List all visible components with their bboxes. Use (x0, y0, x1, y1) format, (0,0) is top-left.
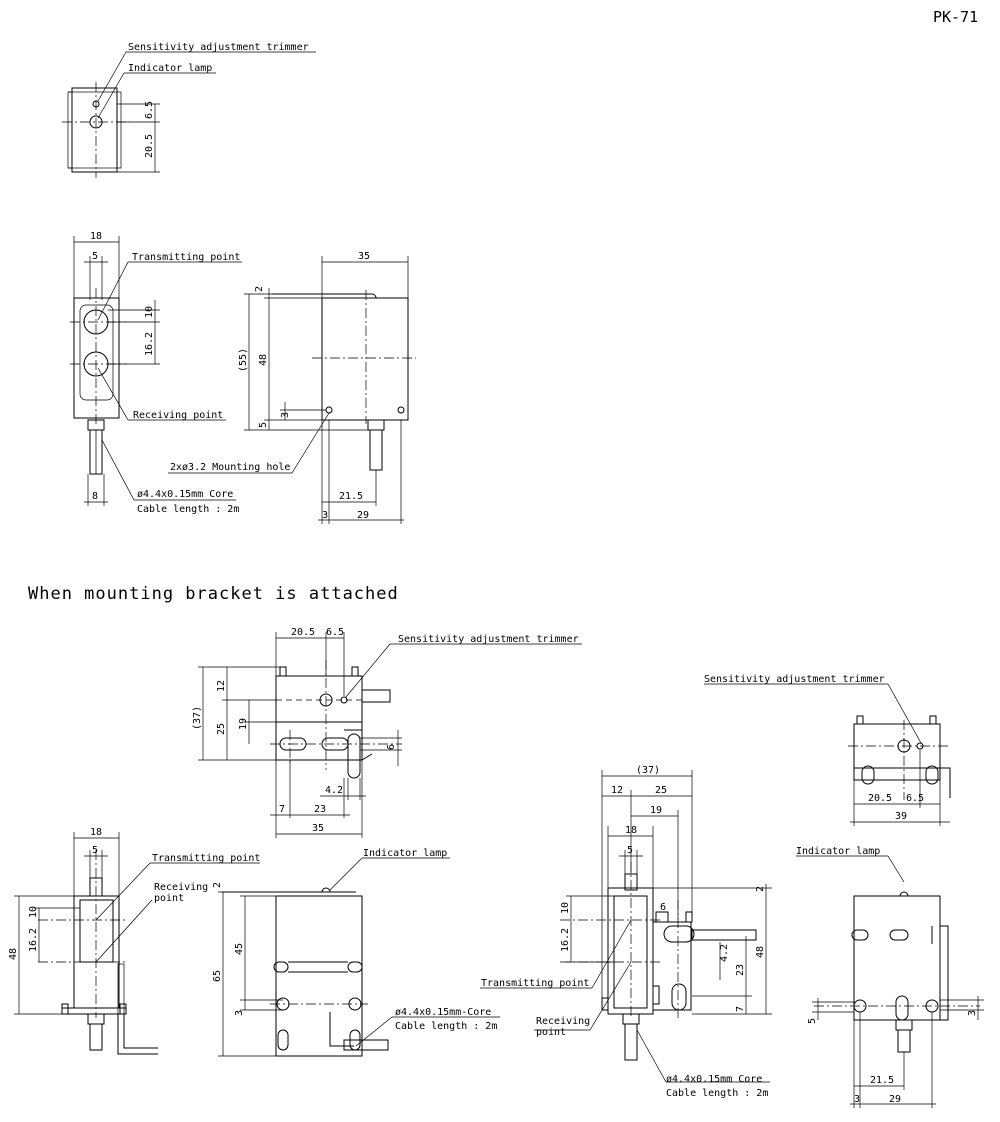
dim-10-bracket: 10 (28, 906, 39, 918)
dim-18-2: 18 (625, 825, 637, 836)
dim-16-2-2: 16.2 (560, 928, 571, 952)
label-sensitivity-trimmer-3: Sensitivity adjustment trimmer (704, 674, 885, 685)
dim-20-5: 20.5 (144, 134, 155, 158)
dim-48-right: 48 (755, 946, 766, 958)
bracket-top-view-right: Sensitivity adjustment trimmer 20.5 6.5 … (704, 674, 951, 826)
dim-4-2-right: 4.2 (719, 944, 730, 962)
dim-20-5-bracket: 20.5 (291, 627, 315, 638)
dim-3-bottom: 3 (322, 510, 328, 521)
dim-35-bracket: 35 (312, 823, 324, 834)
dim-35: 35 (358, 251, 370, 262)
dim-18-bracket: 18 (90, 827, 102, 838)
dim-2-right: 2 (755, 886, 766, 892)
label-indicator-lamp-2: Indicator lamp (363, 848, 447, 859)
dim-2-bracket: 2 (212, 882, 223, 888)
sensor-front-view: 18 5 10 16.2 Transmitting point Receivin… (70, 231, 242, 515)
dim-2-side: 2 (254, 286, 265, 292)
dim-29-right: 29 (889, 1094, 901, 1105)
dim-65: 65 (212, 970, 223, 982)
label-indicator-lamp: Indicator lamp (128, 63, 212, 74)
dim-12-2: 12 (611, 785, 623, 796)
label-cable-length: Cable length : 2m (137, 504, 239, 515)
dim-10-2: 10 (560, 902, 571, 914)
label-indicator-lamp-3: Indicator lamp (796, 846, 880, 857)
label-receiving-point: Receiving point (133, 410, 223, 421)
dim-25-2: 25 (655, 785, 667, 796)
label-sensitivity-trimmer: Sensitivity adjustment trimmer (128, 42, 309, 53)
bracket-front-view-right: (37) 12 25 19 18 5 10 16.2 2 48 23 7 4.2 (480, 765, 772, 1099)
bracket-top-view: 20.5 6.5 Sensitivity adjustment trimmer … (192, 627, 582, 838)
sensor-side-view: 35 2 (55) 48 3 5 21.5 3 29 2xø3.2 Mounti… (168, 251, 416, 524)
dim-7-right: 7 (735, 1006, 746, 1012)
dim-20-5-right: 20.5 (868, 793, 892, 804)
dim-55-paren: (55) (238, 348, 249, 372)
dim-8: 8 (92, 491, 98, 502)
model-number: PK-71 (933, 8, 978, 26)
dim-45: 45 (234, 943, 245, 955)
dim-4-2: 4.2 (325, 785, 343, 796)
label-transmitting-point: Transmitting point (132, 252, 240, 263)
label-cable-length-2: Cable length : 2m (395, 1021, 497, 1032)
label-point-word-2: point (536, 1027, 566, 1038)
label-cable-length-3: Cable length : 2m (666, 1088, 768, 1099)
label-receiving-word-2: Receiving (536, 1016, 590, 1027)
label-mounting-hole: 2xø3.2 Mounting hole (170, 462, 290, 473)
label-receiving-word: Receiving (154, 882, 208, 893)
dim-6-5: 6.5 (144, 101, 155, 119)
label-point-word: point (154, 893, 184, 904)
bracket-side-view-right: Indicator lamp 5 3 21.5 3 29 (796, 846, 984, 1108)
trimmer-icon (340, 696, 348, 704)
dim-10: 10 (144, 306, 155, 318)
dim-5: 5 (92, 251, 98, 262)
dim-16-2: 16.2 (144, 332, 155, 356)
dim-5-right-side: 5 (807, 1018, 818, 1024)
dim-3-bracket: 3 (234, 1010, 245, 1016)
dim-5-2: 5 (627, 845, 633, 856)
bracket-side-view: 2 65 45 3 Indicator lamp ø4.4x0.15mm-Cor… (212, 848, 500, 1057)
dim-5-bracket: 5 (92, 845, 98, 856)
bracket-front-view-left: 18 5 48 10 16.2 Transmitting point Recei… (8, 827, 260, 1055)
dim-6-5-right: 6.5 (906, 793, 924, 804)
dim-6: 6 (386, 744, 397, 750)
label-transmitting-point-2: Transmitting point (152, 853, 260, 864)
heading-bracket-attached: When mounting bracket is attached (28, 584, 399, 604)
dim-7: 7 (279, 804, 285, 815)
dim-23-right: 23 (735, 964, 746, 976)
dim-3-right-side: 3 (967, 1010, 978, 1016)
sensor-top-view: 6.5 20.5 Sensitivity adjustment trimmer … (62, 42, 316, 178)
dim-19-2: 19 (650, 805, 662, 816)
dim-12: 12 (216, 680, 227, 692)
dim-29: 29 (357, 510, 369, 521)
label-sensitivity-trimmer-2: Sensitivity adjustment trimmer (398, 634, 579, 645)
dim-18: 18 (90, 231, 102, 242)
label-cable-core: ø4.4x0.15mm Core (137, 489, 233, 500)
dim-6-5-bracket: 6.5 (326, 627, 344, 638)
label-cable-core-3: ø4.4x0.15mm Core (666, 1074, 762, 1085)
dim-16-2-bracket: 16.2 (28, 928, 39, 952)
dim-6-right: 6 (660, 902, 666, 913)
dim-19: 19 (238, 718, 249, 730)
dim-3-right-bottom: 3 (854, 1094, 860, 1105)
dim-5-side: 5 (258, 422, 269, 428)
dim-48-bracket: 48 (8, 948, 19, 960)
dim-39: 39 (895, 811, 907, 822)
dim-3-side: 3 (280, 412, 291, 418)
label-cable-core-2: ø4.4x0.15mm-Core (395, 1007, 491, 1018)
dim-21-5: 21.5 (339, 491, 363, 502)
dim-23: 23 (314, 804, 326, 815)
dim-37-paren-2: (37) (636, 765, 660, 776)
dim-21-5-right: 21.5 (870, 1075, 894, 1086)
dim-37-paren: (37) (192, 706, 203, 730)
dim-48: 48 (258, 354, 269, 366)
dim-25-left: 25 (216, 723, 227, 735)
label-transmitting-point-3: Transmitting point (481, 978, 589, 989)
